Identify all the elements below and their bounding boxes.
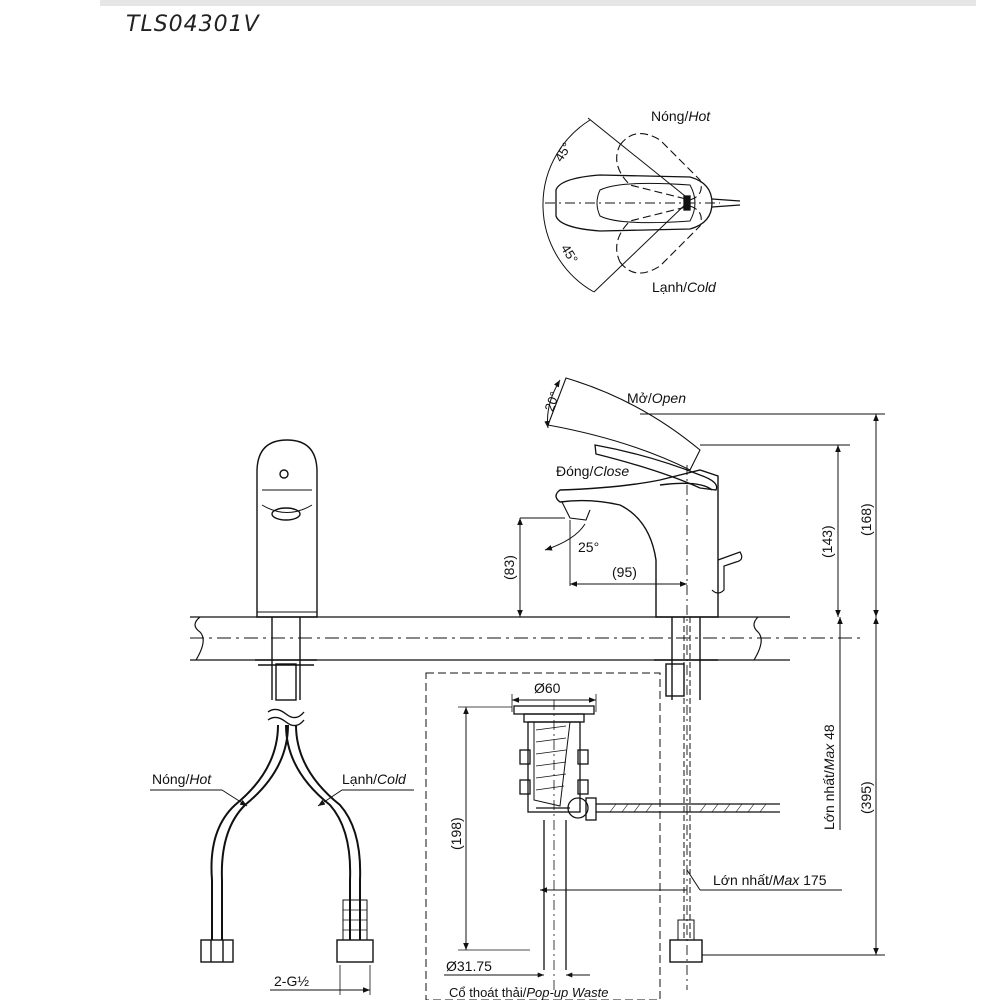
open-angle-label: 20° <box>542 390 563 414</box>
max-175-label: Lớn nhất/Max 175 <box>713 872 827 888</box>
dim-168: (168) <box>858 503 874 536</box>
rotation-view <box>542 117 741 293</box>
dim-395: (395) <box>858 781 874 814</box>
front-cold-label: Lạnh/Cold <box>342 771 407 787</box>
max-48-label: Lớn nhất/Max 48 <box>821 724 837 830</box>
popup-waste-label: Cổ thoát thải/Pop-up Waste <box>449 985 608 1000</box>
side-dimensions <box>517 413 885 956</box>
rotation-cold-label: Lạnh/Cold <box>652 279 717 295</box>
open-label: Mở/Open <box>627 390 686 406</box>
dia-60: Ø60 <box>534 680 561 696</box>
side-faucet <box>544 377 743 990</box>
angle-top-label: 45° <box>551 140 574 165</box>
close-label: Đóng/Close <box>556 463 629 479</box>
popup-waste <box>425 672 780 1000</box>
thread-label: 2-G½ <box>274 973 309 989</box>
spout-angle-label: 25° <box>578 539 599 555</box>
front-faucet <box>150 439 414 995</box>
dim-143: (143) <box>819 525 835 558</box>
dim-198: (198) <box>448 817 464 850</box>
rotation-hot-label: Nóng/Hot <box>651 108 711 124</box>
model-number: TLS04301V <box>126 12 260 37</box>
dia-31-75: Ø31.75 <box>446 958 492 974</box>
dim-95: (95) <box>612 564 637 580</box>
dim-83: (83) <box>501 555 517 580</box>
front-hot-label: Nóng/Hot <box>152 771 212 787</box>
countertop <box>190 616 860 661</box>
top-bar <box>100 0 976 6</box>
